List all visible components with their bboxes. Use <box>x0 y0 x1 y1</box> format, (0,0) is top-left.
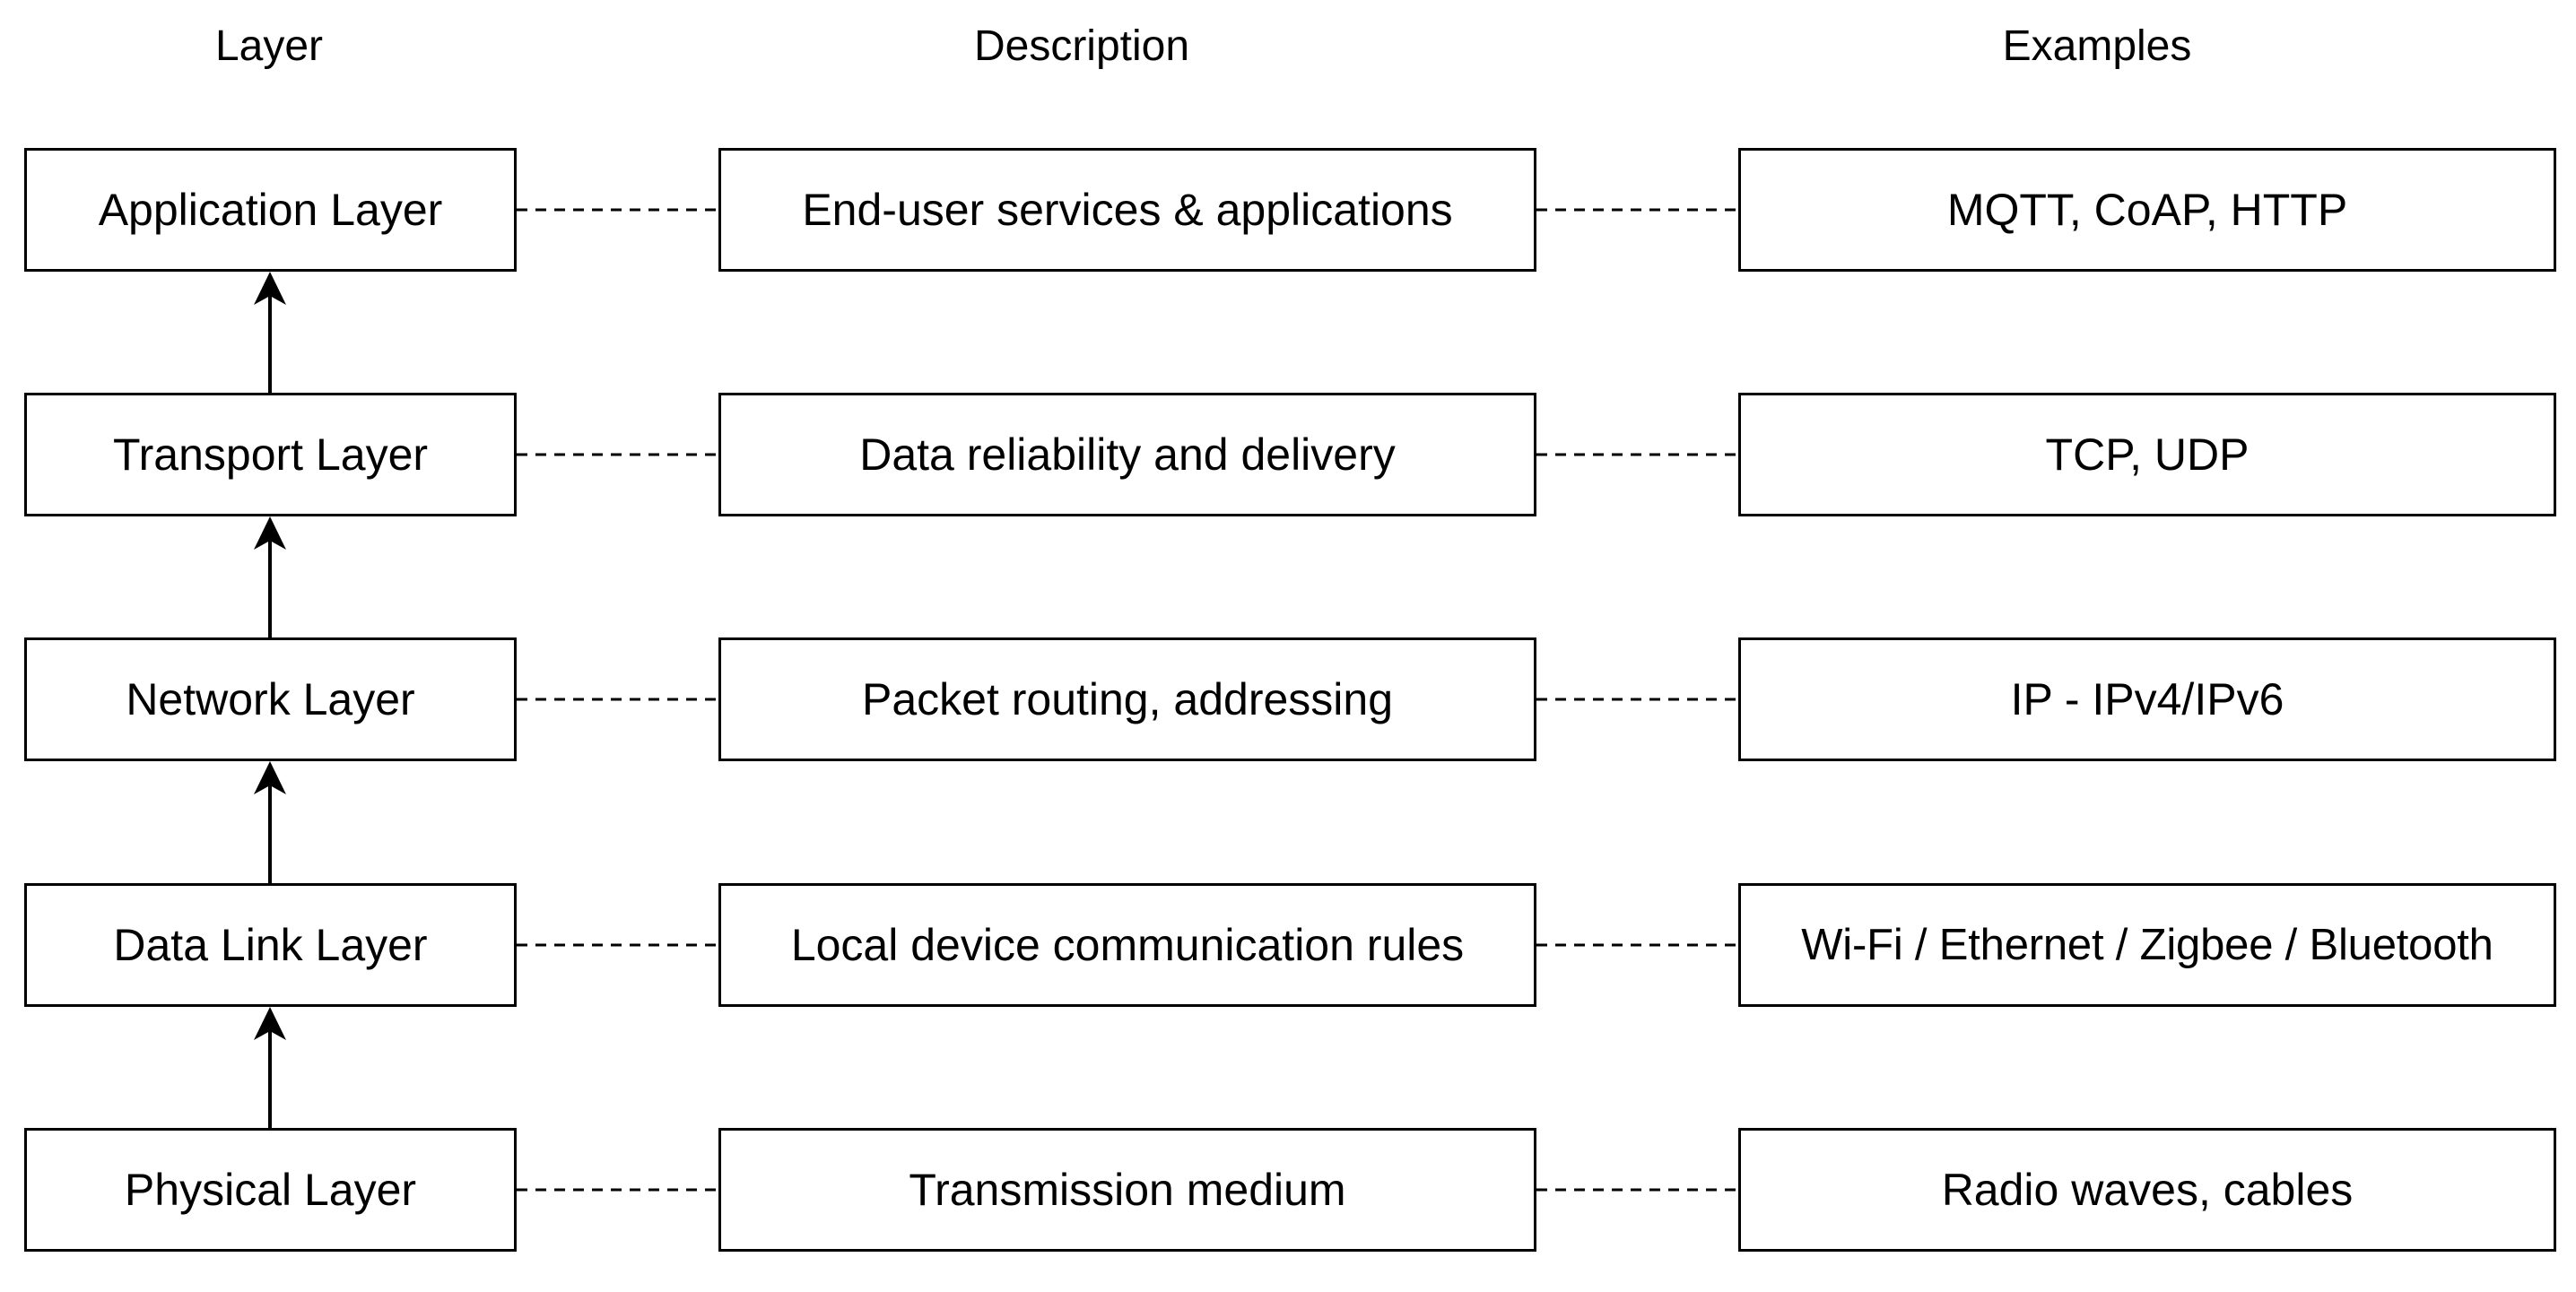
description-label: Packet routing, addressing <box>861 674 1394 724</box>
description-label: Transmission medium <box>909 1165 1346 1215</box>
examples-column-header: Examples <box>2002 22 2192 70</box>
description-label: Local device communication rules <box>790 920 1465 970</box>
description-label: End-user services & applications <box>802 185 1453 235</box>
layer-box-network: Network Layer <box>24 637 517 761</box>
layer-box-physical: Physical Layer <box>24 1128 517 1252</box>
examples-label: IP - IPv4/IPv6 <box>2010 674 2284 724</box>
examples-label: Wi-Fi / Ethernet / Zigbee / Bluetooth <box>1801 921 2493 969</box>
description-box-physical: Transmission medium <box>718 1128 1536 1252</box>
description-label: Data reliability and delivery <box>859 429 1396 480</box>
layer-box-transport: Transport Layer <box>24 393 517 516</box>
dashed-links <box>517 208 1738 1192</box>
examples-box-physical: Radio waves, cables <box>1738 1128 2556 1252</box>
arrow-physical-to-datalink <box>254 1007 286 1128</box>
description-box-network: Packet routing, addressing <box>718 637 1536 761</box>
examples-label: Radio waves, cables <box>1941 1165 2354 1215</box>
layer-box-data-link: Data Link Layer <box>24 883 517 1007</box>
examples-box-network: IP - IPv4/IPv6 <box>1738 637 2556 761</box>
layer-label: Application Layer <box>98 185 443 235</box>
arrow-network-to-transport <box>254 516 286 637</box>
examples-box-application: MQTT, CoAP, HTTP <box>1738 148 2556 272</box>
description-column-header: Description <box>973 22 1190 70</box>
description-box-transport: Data reliability and delivery <box>718 393 1536 516</box>
description-box-data-link: Local device communication rules <box>718 883 1536 1007</box>
examples-label: TCP, UDP <box>2045 429 2250 480</box>
layer-arrows <box>254 272 286 1128</box>
layer-label: Transport Layer <box>112 429 429 480</box>
examples-box-data-link: Wi-Fi / Ethernet / Zigbee / Bluetooth <box>1738 883 2556 1007</box>
examples-label: MQTT, CoAP, HTTP <box>1946 185 2348 235</box>
description-box-application: End-user services & applications <box>718 148 1536 272</box>
arrow-transport-to-application <box>254 272 286 393</box>
layer-label: Physical Layer <box>124 1165 417 1215</box>
layer-column-header: Layer <box>214 22 324 70</box>
examples-box-transport: TCP, UDP <box>1738 393 2556 516</box>
layer-label: Network Layer <box>126 674 415 724</box>
layer-label: Data Link Layer <box>113 920 428 970</box>
arrow-datalink-to-network <box>254 761 286 883</box>
layer-box-application: Application Layer <box>24 148 517 272</box>
